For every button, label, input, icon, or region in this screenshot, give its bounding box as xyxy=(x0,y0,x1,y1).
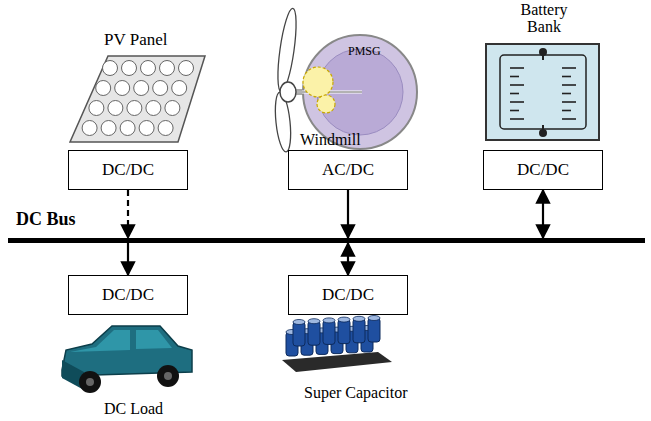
power-flow-arrow xyxy=(127,243,129,275)
battery-label: Battery Bank xyxy=(512,2,576,36)
converter-label: DC/DC xyxy=(102,160,154,180)
windmill-label: Windmill xyxy=(300,131,361,149)
power-flow-arrow xyxy=(347,243,349,275)
converter-label: DC/DC xyxy=(517,160,569,180)
power-flow-arrow xyxy=(347,190,349,238)
converter-box: DC/DC xyxy=(483,150,603,190)
load-label: DC Load xyxy=(104,400,163,418)
pv-panel xyxy=(70,56,205,142)
converter-label: DC/DC xyxy=(102,285,154,305)
capacitor-label: Super Capacitor xyxy=(304,384,408,402)
dc-bus: DC Bus xyxy=(8,238,645,243)
converter-label: AC/DC xyxy=(322,160,374,180)
super-capacitor xyxy=(282,316,392,373)
converter-box: DC/DC xyxy=(288,275,408,315)
converter-box: DC/DC xyxy=(68,150,188,190)
converter-box: DC/DC xyxy=(68,275,188,315)
power-flow-arrow xyxy=(127,190,129,238)
windmill xyxy=(273,7,417,152)
panel-label: PV Panel xyxy=(104,30,167,50)
converter-box: AC/DC xyxy=(288,150,408,190)
bus-label: DC Bus xyxy=(16,209,76,230)
car xyxy=(62,326,192,393)
battery-bank xyxy=(486,44,599,140)
converter-label: DC/DC xyxy=(322,285,374,305)
generator-label: PMSG xyxy=(348,44,381,59)
power-flow-arrow xyxy=(542,190,544,238)
